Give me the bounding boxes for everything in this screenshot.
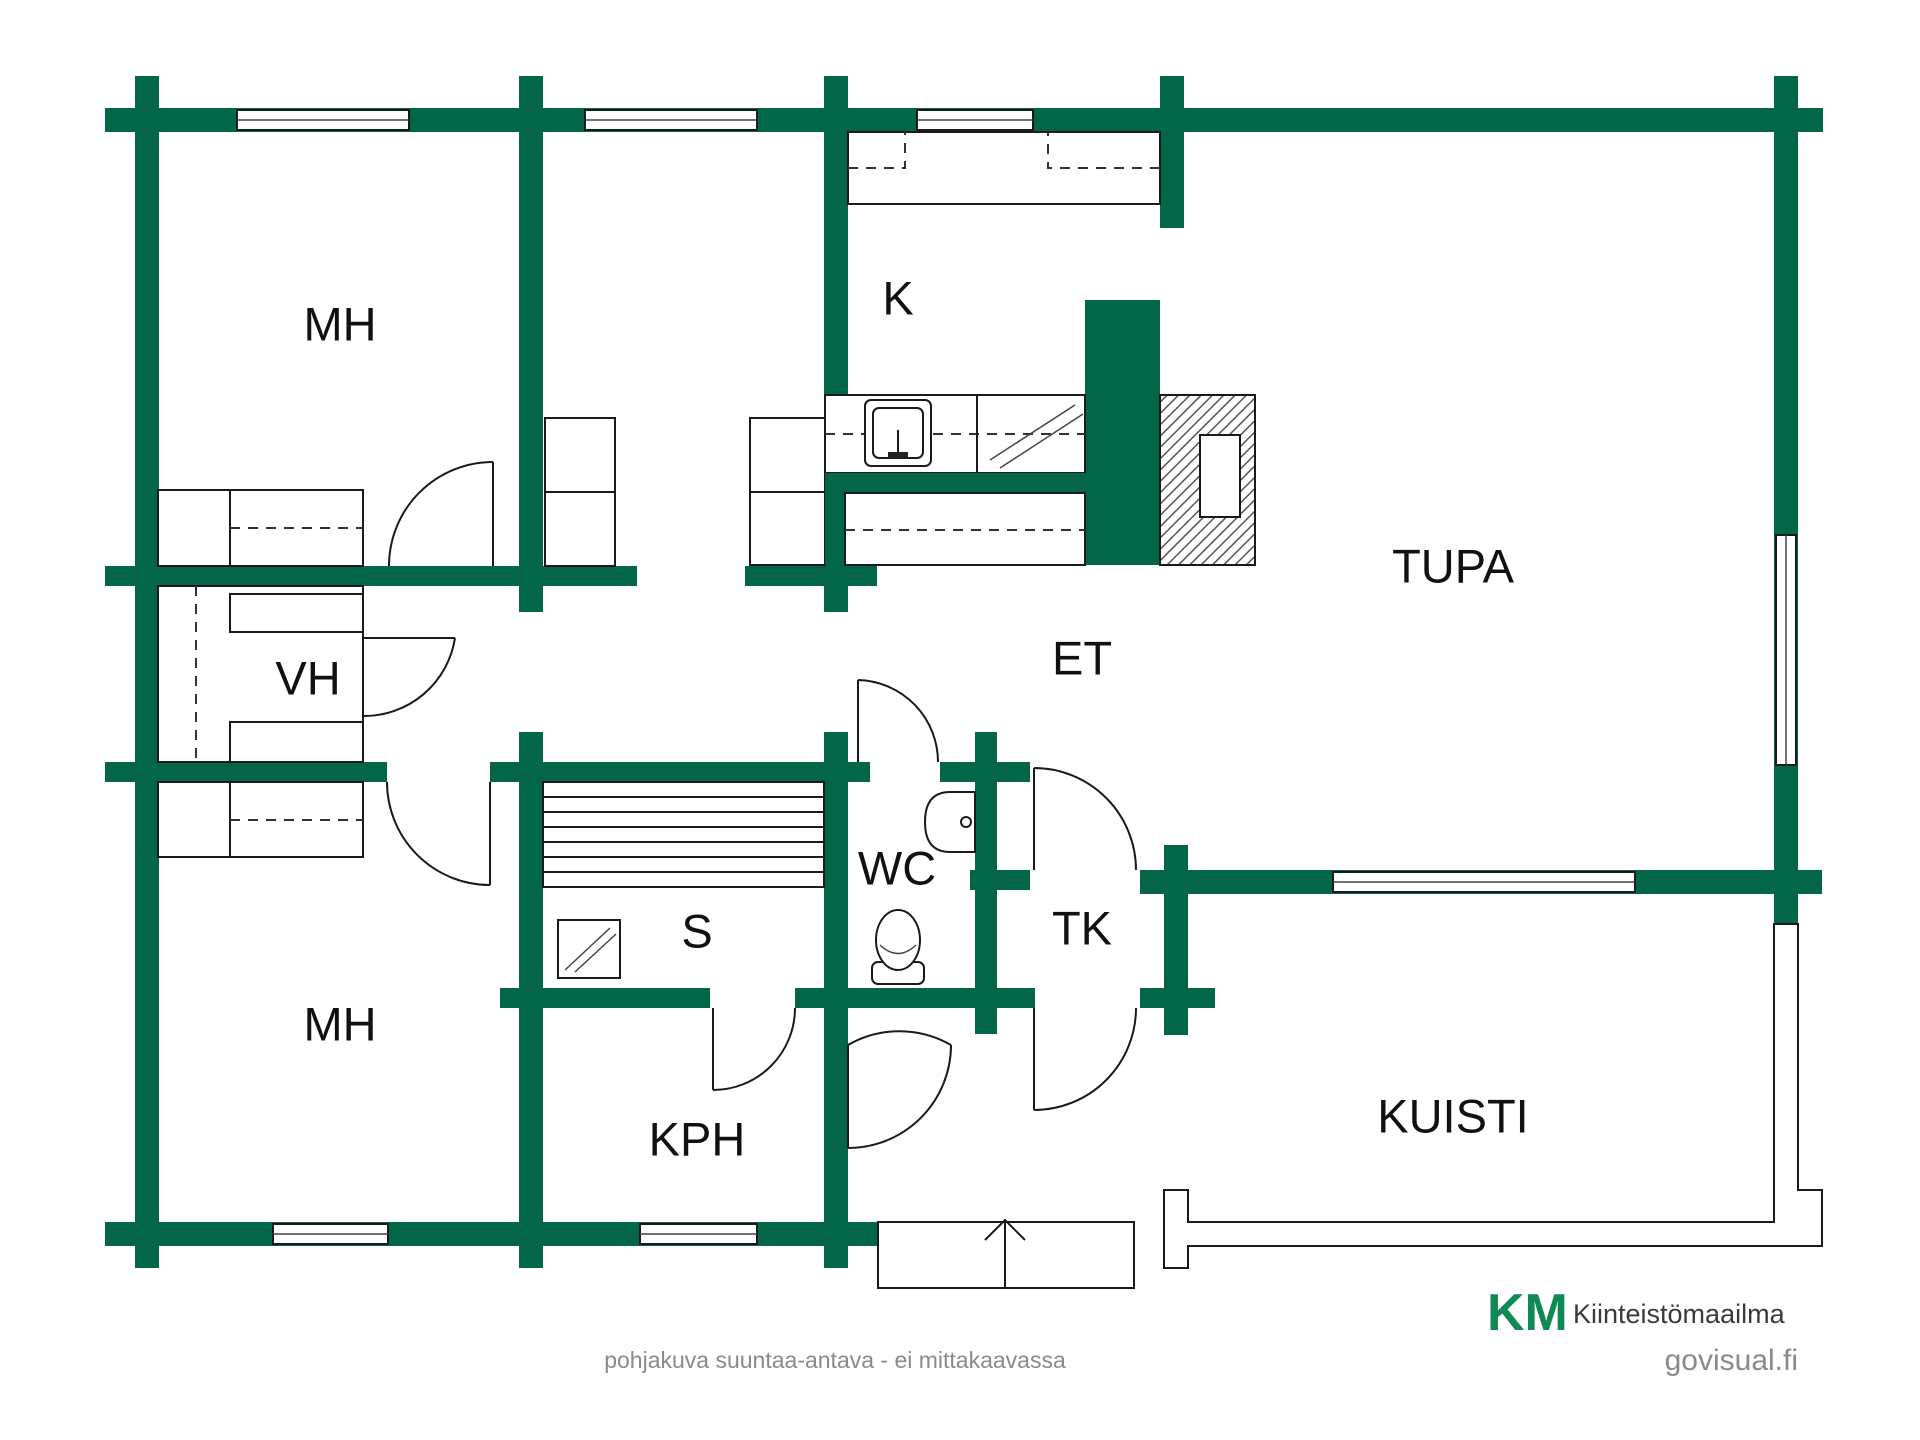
room-label-tupa: TUPA [1392,539,1515,592]
brand-name: Kiinteistömaailma [1573,1299,1786,1329]
room-label-k: K [882,271,913,324]
room-label-kph: KPH [649,1112,746,1165]
logo-mark: KM [1487,1284,1568,1342]
sauna-benches [542,781,825,979]
room-label-tk: TK [1052,901,1112,954]
wardrobes [157,417,616,858]
km-logo-icon: KM Kiinteistömaailma [1487,1284,1786,1342]
doors [362,461,1137,1149]
room-label-et: ET [1052,631,1112,684]
room-label-kuisti: KUISTI [1377,1089,1528,1142]
fireplace-icon [1159,394,1256,566]
windows [236,109,1797,1245]
room-label-s: S [681,904,712,957]
room-label-vh: VH [275,651,340,704]
kitchen-counter-top [847,131,1161,205]
wc-sink [923,791,976,853]
credit-text: govisual.fi [1665,1344,1798,1377]
toilet-icon [871,909,925,985]
disclaimer-text: pohjakuva suuntaa-antava - ei mittakaava… [604,1347,1066,1373]
arrow-up-icon [984,1218,1026,1255]
room-label-wc: WC [858,841,936,894]
sink-icon [864,399,932,467]
room-label-mh-top: MH [303,297,376,350]
room-label-mh-bottom: MH [303,997,376,1050]
